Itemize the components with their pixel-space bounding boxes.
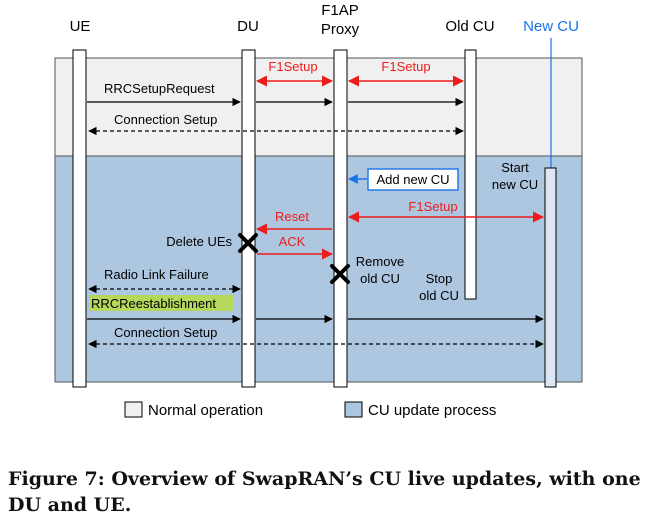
legend-update-swatch: [344, 401, 363, 418]
proxy-label-line2: Proxy: [321, 21, 360, 38]
delete-ues-x-icon: [238, 233, 258, 253]
start-new-cu-line1: Start: [501, 160, 529, 175]
start-new-cu-line2: new CU: [492, 177, 538, 192]
add-new-cu-box: [367, 168, 459, 191]
du-label: DU: [237, 18, 259, 35]
new-cu-lifeline: [544, 167, 557, 388]
f1setup-proxy-newcu-label: F1Setup: [408, 199, 457, 214]
connection-setup-2-label: Connection Setup: [114, 325, 217, 340]
add-new-cu-label: Add new CU: [377, 172, 450, 187]
f1setup-du-proxy-label: F1Setup: [268, 59, 317, 74]
new-cu-label: New CU: [523, 18, 579, 35]
sequence-diagram: UE DU F1AP Proxy Old CU New CU F1Setup F…: [54, 2, 583, 419]
figure-caption: Figure 7: Overview of SwapRAN’s CU live …: [8, 468, 641, 516]
legend-update-label: CU update process: [368, 402, 496, 419]
stop-old-cu-line1: Stop: [426, 271, 453, 286]
proxy-lifeline: [333, 49, 348, 388]
rrc-reestablishment-label: RRCReestablishment: [91, 296, 216, 311]
connection-setup-1-label: Connection Setup: [114, 112, 217, 127]
legend-normal-label: Normal operation: [148, 402, 263, 419]
legend-normal-swatch: [124, 401, 143, 418]
normal-operation-region: [54, 57, 583, 157]
proxy-label-line1: F1AP: [321, 2, 359, 19]
remove-old-cu-line1: Remove: [356, 254, 404, 269]
rrc-setup-request-label: RRCSetupRequest: [104, 81, 215, 96]
remove-old-cu-x-icon: [330, 264, 350, 284]
f1setup-proxy-oldcu-label: F1Setup: [381, 59, 430, 74]
ack-label: ACK: [279, 234, 306, 249]
old-cu-lifeline: [464, 49, 477, 300]
remove-old-cu-line2: old CU: [360, 271, 400, 286]
du-lifeline: [241, 49, 256, 388]
ue-label: UE: [70, 18, 91, 35]
rrc-reestablishment-highlight: [89, 295, 233, 311]
stop-old-cu-line2: old CU: [419, 288, 459, 303]
old-cu-label: Old CU: [445, 18, 494, 35]
radio-link-failure-label: Radio Link Failure: [104, 267, 209, 282]
delete-ues-label: Delete UEs: [166, 234, 232, 249]
reset-label: Reset: [275, 209, 309, 224]
ue-lifeline: [72, 49, 87, 388]
